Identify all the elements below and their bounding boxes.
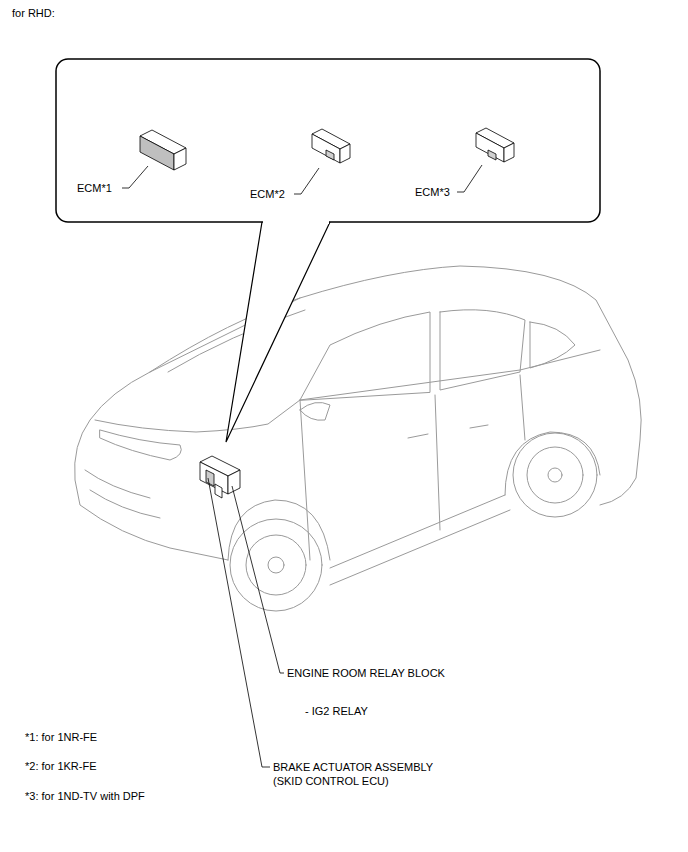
part-label: ENGINE ROOM RELAY BLOCK [287, 666, 445, 680]
sub-part-label: - IG2 RELAY [305, 704, 368, 718]
part-label: ECM*2 [250, 187, 285, 201]
footnote: *2: for 1KR-FE [25, 759, 97, 773]
part-label: ECM*3 [415, 185, 450, 199]
part-label: ECM*1 [77, 181, 112, 195]
page-heading: for RHD: [12, 6, 55, 20]
footnote: *1: for 1NR-FE [25, 730, 97, 744]
part-label: BRAKE ACTUATOR ASSEMBLY (SKID CONTROL EC… [273, 760, 443, 788]
callout-box: ECM*1 ECM*2 ECM*3 [56, 59, 600, 222]
footnote: *3: for 1ND-TV with DPF [25, 789, 145, 803]
